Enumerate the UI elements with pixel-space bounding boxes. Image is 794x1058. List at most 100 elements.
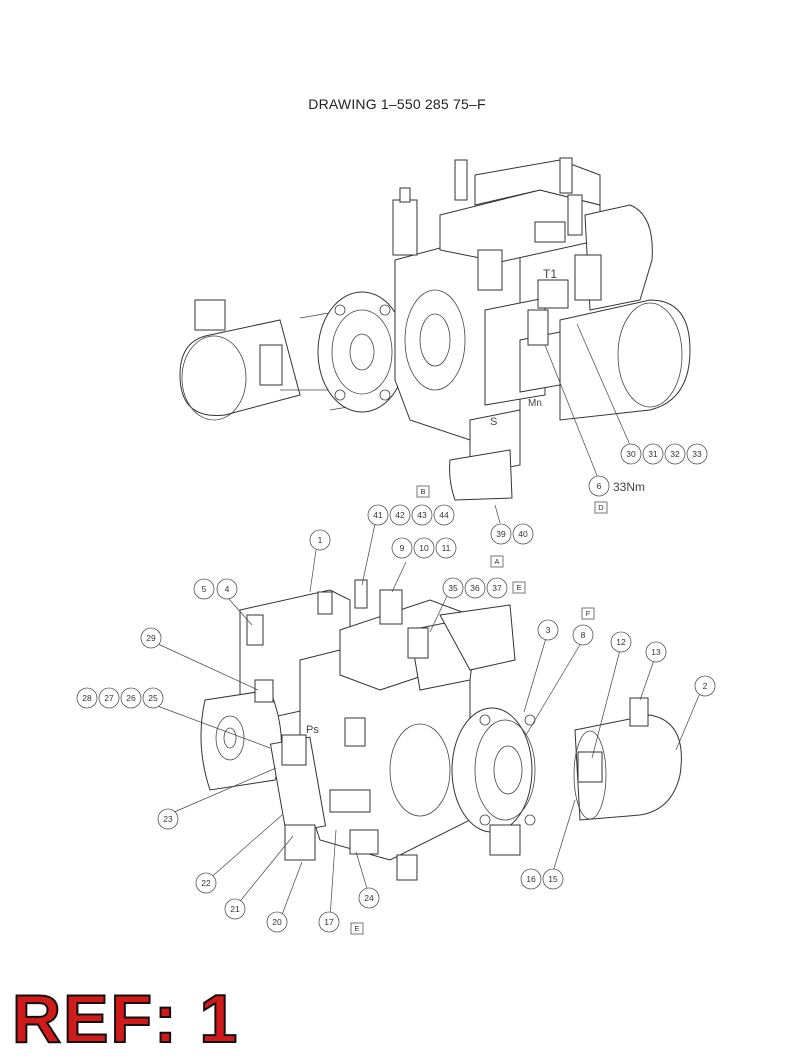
svg-text:9: 9 [400, 543, 405, 553]
svg-text:42: 42 [395, 510, 405, 520]
callout-bubble: 30 [620, 443, 642, 465]
svg-text:24: 24 [364, 893, 374, 903]
svg-text:33: 33 [692, 449, 702, 459]
svg-text:32: 32 [670, 449, 680, 459]
svg-text:12: 12 [616, 637, 626, 647]
svg-text:28: 28 [82, 693, 92, 703]
callout-bubble: 4 [216, 578, 238, 600]
callout-bubble: 28 [76, 687, 98, 709]
callout-bubble: 29 [140, 627, 162, 649]
view-label-b: B [416, 485, 430, 498]
callout-bubble: 9 [391, 537, 413, 559]
svg-text:22: 22 [201, 878, 211, 888]
callout-bubble: 33 [686, 443, 708, 465]
svg-text:26: 26 [126, 693, 136, 703]
svg-text:B: B [420, 487, 425, 496]
port-label-t1: T1 [543, 267, 557, 281]
svg-text:27: 27 [104, 693, 114, 703]
svg-text:44: 44 [439, 510, 449, 520]
svg-text:30: 30 [626, 449, 636, 459]
callout-bubble: 10 [413, 537, 435, 559]
callout-bubble: 20 [266, 911, 288, 933]
svg-text:25: 25 [148, 693, 158, 703]
callouts-bottom: 41 42 43 44 1 9 10 11 5 4 35 36 37 3 8 1… [76, 504, 716, 933]
svg-text:13: 13 [651, 647, 661, 657]
view-label-e: E [512, 581, 526, 594]
svg-text:11: 11 [442, 543, 451, 553]
callout-bubble: 11 [435, 537, 457, 559]
svg-text:43: 43 [417, 510, 427, 520]
svg-text:E: E [516, 583, 521, 592]
svg-text:3: 3 [546, 625, 551, 635]
callout-bubble: 36 [464, 577, 486, 599]
callout-bubble: 41 [367, 504, 389, 526]
ref-label: REF: 1 [11, 980, 240, 1058]
svg-text:F: F [586, 609, 591, 618]
callout-bubble: 13 [645, 641, 667, 663]
svg-text:40: 40 [518, 529, 528, 539]
svg-text:6: 6 [597, 481, 602, 491]
callout-bubble: 1 [309, 529, 331, 551]
callout-bubble: 16 [520, 868, 542, 890]
callout-bubble: 25 [142, 687, 164, 709]
svg-text:37: 37 [492, 583, 502, 593]
bottom-assembly: Ps [151, 523, 701, 921]
callout-bubble: 32 [664, 443, 686, 465]
svg-text:A: A [494, 557, 499, 566]
torque-label: 33Nm [613, 480, 645, 494]
svg-text:36: 36 [470, 583, 480, 593]
view-label-e: E [350, 922, 364, 935]
port-label-mn: Mn [528, 398, 542, 409]
svg-text:23: 23 [163, 814, 173, 824]
svg-text:10: 10 [419, 543, 429, 553]
svg-text:D: D [598, 503, 604, 512]
port-label-s: S [490, 416, 497, 428]
svg-text:31: 31 [648, 449, 658, 459]
callout-bubble: 24 [358, 887, 380, 909]
svg-text:35: 35 [448, 583, 458, 593]
svg-text:20: 20 [272, 917, 282, 927]
svg-text:39: 39 [496, 529, 506, 539]
port-label-ps: Ps [306, 724, 319, 736]
svg-text:1: 1 [318, 535, 323, 545]
callout-bubble: 2 [694, 675, 716, 697]
callout-bubble: 6 [588, 475, 610, 497]
callouts-top: 30 31 32 33 6 33Nm 39 40 [490, 443, 708, 545]
callout-bubble: 15 [542, 868, 564, 890]
svg-text:5: 5 [202, 584, 207, 594]
callout-bubble: 44 [433, 504, 455, 526]
view-label-a: A [490, 555, 504, 568]
svg-text:17: 17 [324, 917, 334, 927]
callout-bubble: 23 [157, 808, 179, 830]
callout-bubble: 22 [195, 872, 217, 894]
callout-bubble: 35 [442, 577, 464, 599]
callout-bubble: 40 [512, 523, 534, 545]
callout-bubble: 37 [486, 577, 508, 599]
top-assembly: T1 Mn S [179, 157, 691, 524]
callout-bubble: 43 [411, 504, 433, 526]
svg-text:29: 29 [146, 633, 156, 643]
svg-text:15: 15 [548, 874, 558, 884]
callout-bubble: 21 [224, 898, 246, 920]
callout-bubble: 3 [537, 619, 559, 641]
callout-bubble: 12 [610, 631, 632, 653]
svg-text:E: E [354, 924, 359, 933]
svg-text:41: 41 [373, 510, 383, 520]
callout-bubble: 5 [193, 578, 215, 600]
view-label-f: F [581, 607, 595, 620]
callout-bubble: 26 [120, 687, 142, 709]
svg-text:21: 21 [230, 904, 240, 914]
drawing-title: DRAWING 1–550 285 75–F [308, 96, 486, 112]
view-label-d: D [594, 501, 608, 514]
svg-text:16: 16 [526, 874, 536, 884]
callout-bubble: 39 [490, 523, 512, 545]
callout-bubble: 27 [98, 687, 120, 709]
callout-bubble: 31 [642, 443, 664, 465]
callout-bubble: 8 [572, 624, 594, 646]
callout-bubble: 42 [389, 504, 411, 526]
svg-text:2: 2 [703, 681, 708, 691]
view-labels: B D A E F E [350, 485, 608, 935]
svg-text:4: 4 [225, 584, 230, 594]
svg-text:8: 8 [581, 630, 586, 640]
